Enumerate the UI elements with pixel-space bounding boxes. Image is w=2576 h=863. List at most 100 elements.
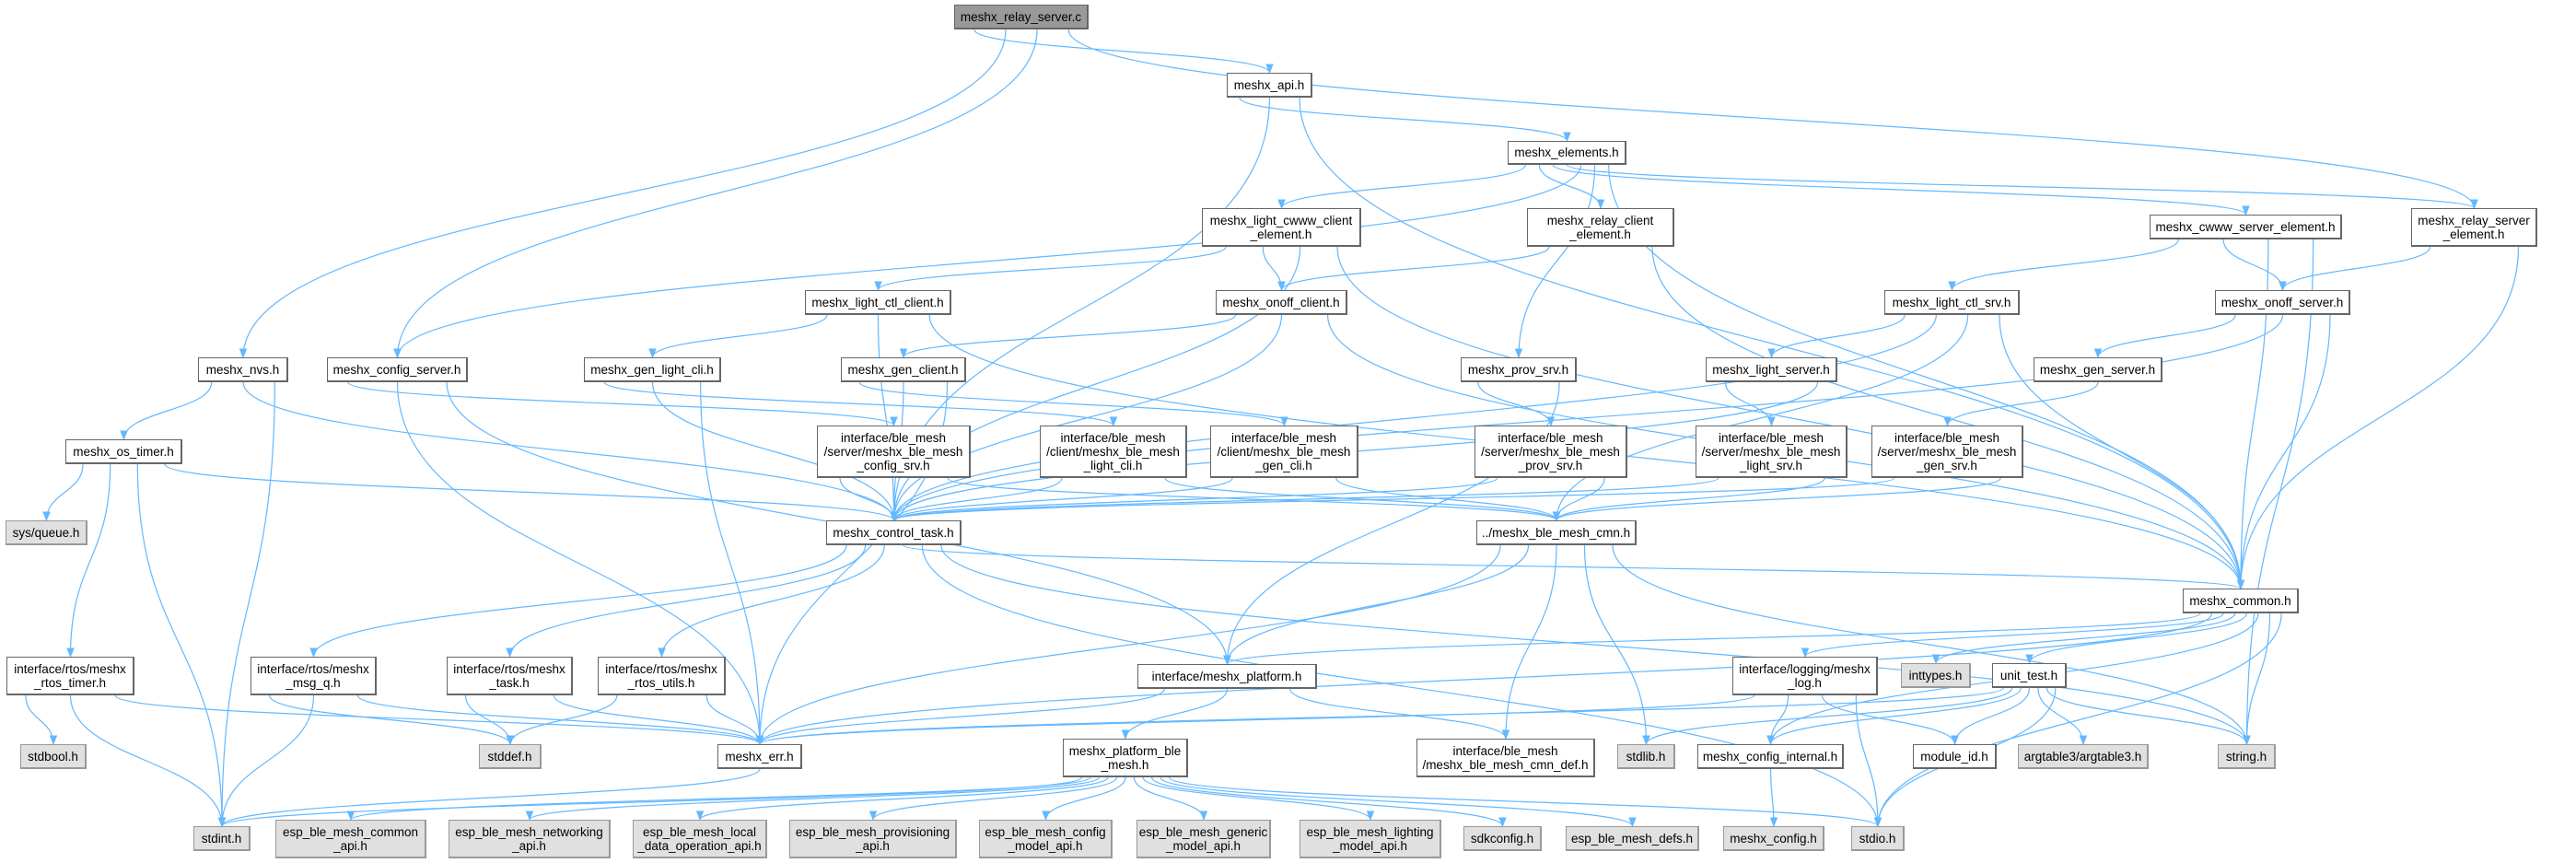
edge-cwww_client_el-to-light_ctl_client xyxy=(874,246,1227,292)
node-defs[interactable]: esp_ble_mesh_defs.h xyxy=(1566,826,1699,851)
node-cmn-def[interactable]: interface/ble_mesh /meshx_ble_mesh_cmn_d… xyxy=(1416,739,1595,777)
edge-root-to-api xyxy=(973,29,1274,75)
node-light-ctl-client[interactable]: meshx_light_ctl_client.h xyxy=(805,290,951,315)
edge-control_task-to-rtos_utils xyxy=(658,544,885,659)
node-task[interactable]: interface/rtos/meshx _task.h xyxy=(447,657,573,695)
edge-cwww_client_el-to-control_task xyxy=(890,246,1301,522)
node-rtos-utils[interactable]: interface/rtos/meshx _rtos_utils.h xyxy=(598,657,726,695)
node-config-model[interactable]: esp_ble_mesh_config _model_api.h xyxy=(979,820,1113,858)
node-onoff-client[interactable]: meshx_onoff_client.h xyxy=(1216,290,1347,315)
edge-platform_ble-to-lighting_model xyxy=(1142,776,1375,822)
node-module-id[interactable]: module_id.h xyxy=(1913,744,1997,769)
node-if-prov-srv[interactable]: interface/ble_mesh /server/meshx_ble_mes… xyxy=(1474,426,1627,478)
node-common-api[interactable]: esp_ble_mesh_common _api.h xyxy=(275,820,426,858)
node-prov-srv[interactable]: meshx_prov_srv.h xyxy=(1461,357,1577,382)
node-stddef[interactable]: stddef.h xyxy=(479,744,542,769)
node-local-data[interactable]: esp_ble_mesh_local _data_operation_api.h xyxy=(633,820,767,858)
node-control-task[interactable]: meshx_control_task.h xyxy=(826,520,962,545)
node-stdbool[interactable]: stdbool.h xyxy=(20,744,87,769)
node-common[interactable]: meshx_common.h xyxy=(2183,589,2299,613)
node-msg-q[interactable]: interface/rtos/meshx _msg_q.h xyxy=(251,657,377,695)
edge-platform-to-platform_ble xyxy=(1121,688,1229,741)
edge-rtos_timer-to-err xyxy=(114,694,764,746)
node-networking[interactable]: esp_ble_mesh_networking _api.h xyxy=(449,820,611,858)
node-unit-test[interactable]: unit_test.h xyxy=(1992,663,2067,688)
edge-common-to-unit_test xyxy=(2025,612,2247,665)
node-config-server[interactable]: meshx_config_server.h xyxy=(327,357,468,382)
node-ble-mesh-cmn[interactable]: ../meshx_ble_mesh_cmn.h xyxy=(1476,520,1637,545)
edge-nvs-to-stdint xyxy=(217,381,275,828)
edge-ble_mesh_cmn-to-err xyxy=(755,544,1501,746)
node-string[interactable]: string.h xyxy=(2218,744,2276,769)
node-if-gen-srv[interactable]: interface/ble_mesh /server/meshx_ble_mes… xyxy=(1871,426,2023,478)
node-log[interactable]: interface/logging/meshx _log.h xyxy=(1732,657,1878,695)
node-inttypes[interactable]: inttypes.h xyxy=(1901,663,1971,688)
edge-ble_mesh_cmn-to-stdlib xyxy=(1583,544,1650,746)
node-relay-client-el[interactable]: meshx_relay_client _element.h xyxy=(1527,208,1674,247)
node-elements[interactable]: meshx_elements.h xyxy=(1508,141,1626,165)
node-provisioning[interactable]: esp_ble_mesh_provisioning _api.h xyxy=(789,820,957,858)
node-relay-server-el[interactable]: meshx_relay_server _element.h xyxy=(2411,208,2537,247)
node-if-light-cli[interactable]: interface/ble_mesh /client/meshx_ble_mes… xyxy=(1040,426,1187,478)
node-cwww-client-el[interactable]: meshx_light_cwww_client _element.h xyxy=(1202,208,1361,247)
node-nvs[interactable]: meshx_nvs.h xyxy=(198,357,288,382)
edge-control_task-to-task xyxy=(506,544,867,659)
node-lighting-model[interactable]: esp_ble_mesh_lighting _model_api.h xyxy=(1300,820,1441,858)
edge-err-to-stdint xyxy=(217,768,761,828)
node-stdint[interactable]: stdint.h xyxy=(193,826,251,851)
node-api[interactable]: meshx_api.h xyxy=(1227,73,1312,98)
edge-common-to-string xyxy=(2243,612,2271,746)
node-light-server[interactable]: meshx_light_server.h xyxy=(1706,357,1837,382)
node-root[interactable]: meshx_relay_server.c xyxy=(954,5,1089,29)
node-platform-ble[interactable]: meshx_platform_ble _mesh.h xyxy=(1063,739,1188,777)
node-os-timer[interactable]: meshx_os_timer.h xyxy=(65,439,182,464)
edge-if_config_srv-to-control_task xyxy=(839,477,898,522)
edge-light_ctl_srv-to-ble_mesh_cmn xyxy=(1552,314,1969,522)
edge-platform_ble-to-provisioning xyxy=(868,776,1118,822)
node-onoff-server[interactable]: meshx_onoff_server.h xyxy=(2215,290,2350,315)
edge-if_light_srv-to-control_task xyxy=(890,477,1719,522)
node-sdkconfig[interactable]: sdkconfig.h xyxy=(1463,826,1542,851)
edge-os_timer-to-sys_queue xyxy=(42,463,84,522)
edge-if_light_cli-to-ble_mesh_cmn xyxy=(1164,477,1561,522)
edge-elements-to-cwww_server_el xyxy=(1552,164,2250,216)
edge-elements-to-relay_server_el xyxy=(1566,164,2478,210)
edge-elements-to-prov_srv xyxy=(1514,164,1596,359)
node-gen-light-cli[interactable]: meshx_gen_light_cli.h xyxy=(584,357,721,382)
node-argtable[interactable]: argtable3/argtable3.h xyxy=(2018,744,2149,769)
edge-cwww_client_el-to-common xyxy=(1336,246,2245,590)
node-if-gen-cli[interactable]: interface/ble_mesh /client/meshx_ble_mes… xyxy=(1210,426,1358,478)
edge-prov_srv-to-if_prov_srv xyxy=(1477,381,1556,427)
node-light-ctl-srv[interactable]: meshx_light_ctl_srv.h xyxy=(1884,290,2020,315)
edge-platform_ble-to-sdkconfig xyxy=(1150,776,1507,828)
node-cwww-server-el[interactable]: meshx_cwww_server_element.h xyxy=(2150,215,2342,239)
edge-cwww_server_el-to-light_ctl_srv xyxy=(1948,239,2179,292)
node-gen-client[interactable]: meshx_gen_client.h xyxy=(841,357,966,382)
edge-msg_q-to-err xyxy=(356,694,764,746)
edge-common-to-log xyxy=(1801,612,2224,659)
node-if-config-srv[interactable]: interface/ble_mesh /server/meshx_ble_mes… xyxy=(817,426,971,478)
edge-elements-to-relay_client_el xyxy=(1538,164,1605,210)
edge-unit_test-to-module_id xyxy=(1951,687,2031,746)
node-sys-queue[interactable]: sys/queue.h xyxy=(6,520,87,545)
node-config-internal[interactable]: meshx_config_internal.h xyxy=(1697,744,1844,769)
node-rtos-timer[interactable]: interface/rtos/meshx _rtos_timer.h xyxy=(6,657,134,695)
edge-msg_q-to-stddef xyxy=(268,694,515,746)
node-stdlib[interactable]: stdlib.h xyxy=(1617,744,1675,769)
edge-config_server-to-err xyxy=(396,381,764,746)
edge-common-to-inttypes xyxy=(1931,612,2236,665)
edge-if_gen_cli-to-ble_mesh_cmn xyxy=(1335,477,1561,522)
node-generic-model[interactable]: esp_ble_mesh_generic _model_api.h xyxy=(1136,820,1271,858)
edge-os_timer-to-control_task xyxy=(164,463,898,522)
node-stdio[interactable]: stdio.h xyxy=(1851,826,1905,851)
node-meshx-config[interactable]: meshx_config.h xyxy=(1723,826,1824,851)
edge-elements-to-cwww_client_el xyxy=(1277,164,1526,210)
edge-gen_client-to-if_gen_cli xyxy=(858,381,1288,427)
edge-platform_ble-to-common_api xyxy=(347,776,1091,822)
node-err[interactable]: meshx_err.h xyxy=(717,744,802,769)
node-if-light-srv[interactable]: interface/ble_mesh /server/meshx_ble_mes… xyxy=(1696,426,1847,478)
node-platform[interactable]: interface/meshx_platform.h xyxy=(1137,664,1317,689)
node-gen-server[interactable]: meshx_gen_server.h xyxy=(2034,357,2162,382)
edge-light_ctl_srv-to-common xyxy=(1999,314,2245,590)
